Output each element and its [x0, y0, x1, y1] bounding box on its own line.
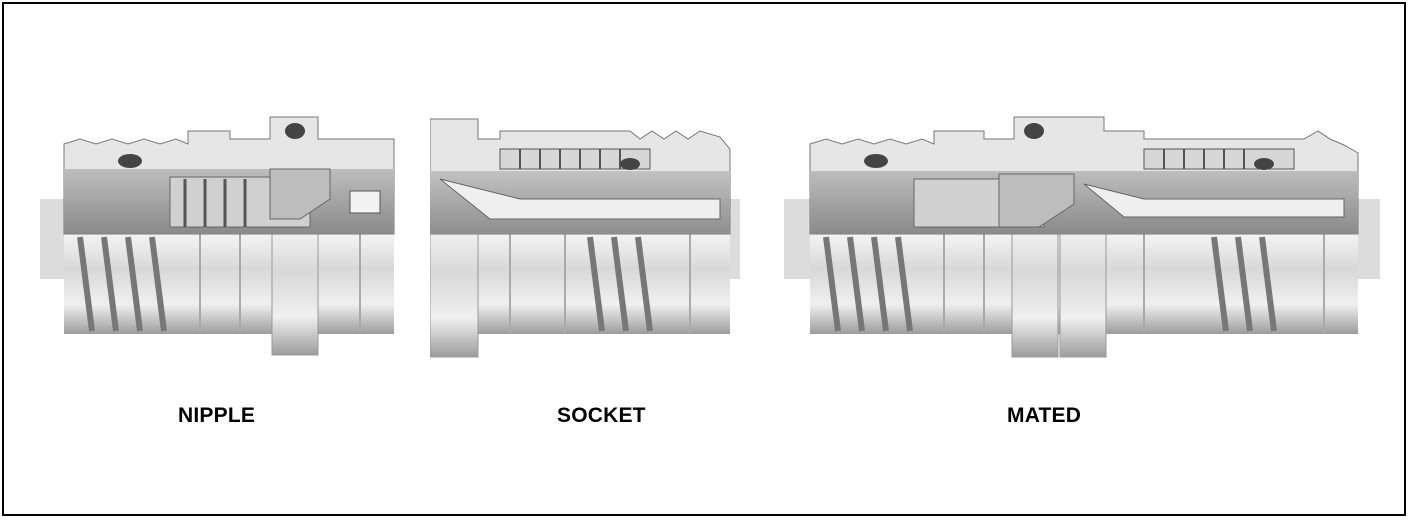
caption-socket: SOCKET [557, 404, 646, 427]
mated-illustration [784, 109, 1384, 359]
socket-illustration [430, 109, 740, 359]
caption-mated: MATED [1007, 404, 1082, 427]
caption-nipple: NIPPLE [178, 404, 256, 427]
nipple-illustration [40, 109, 400, 359]
